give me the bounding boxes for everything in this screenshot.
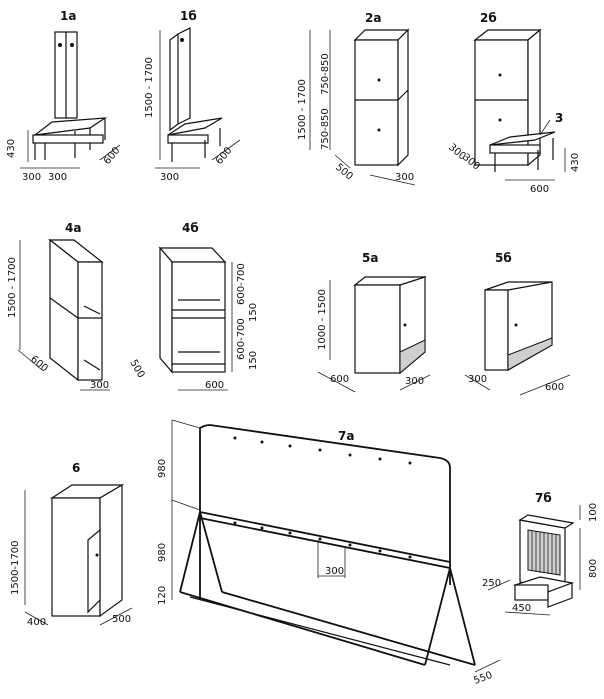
dim-2b-width: 600 <box>530 184 549 195</box>
dim-2a-bottom: 750-850 <box>320 108 331 150</box>
figure-2a: 2а 1500 - 1700 750-850 750-850 500 300 <box>297 11 416 186</box>
label-6: 6 <box>72 461 80 475</box>
figure-7a: 7а 980 980 120 300 550 <box>157 419 501 687</box>
dim-5b-depth: 300 <box>468 374 487 385</box>
label-1b: 1б <box>180 9 197 23</box>
dim-7a-depth: 550 <box>472 670 494 687</box>
dim-2a-top: 750-850 <box>320 53 331 95</box>
figure-4b: 4б 600-700 150 600-700 150 500 600 <box>127 221 259 391</box>
label-1a: 1а <box>60 9 76 23</box>
dim-1b-depth: 600 <box>214 145 235 167</box>
label-5a: 5а <box>362 251 378 265</box>
dim-6-width: 500 <box>112 614 131 625</box>
dim-5b-width: 600 <box>545 382 564 393</box>
dim-2a-depth: 500 <box>333 162 355 183</box>
label-7a: 7а <box>338 429 354 443</box>
dim-6-depth: 400 <box>27 617 46 628</box>
dim-4a-height: 1500 - 1700 <box>7 257 18 318</box>
figure-4a: 4а 1500 - 1700 600 300 <box>7 221 110 391</box>
figure-1b: 1б 1500 - 1700 300 600 <box>144 9 241 183</box>
dim-7b-top: 100 <box>588 503 599 522</box>
label-2b-item3: 3 <box>555 111 563 125</box>
figure-7b: 7б 100 800 250 450 <box>482 491 599 616</box>
dim-5a-width: 300 <box>405 376 424 387</box>
figure-5b: 5б 300 600 <box>464 251 571 396</box>
dim-5a-depth: 600 <box>330 374 349 385</box>
rack-hooks <box>233 436 412 559</box>
label-7b: 7б <box>535 491 552 505</box>
label-4a: 4а <box>65 221 81 235</box>
dim-7a-lower: 980 <box>157 543 168 562</box>
dim-4a-depth: 600 <box>28 354 50 375</box>
figure-5a: 5а 1000 - 1500 600 300 <box>317 251 431 393</box>
dim-4b-plinth1: 150 <box>248 303 259 322</box>
dim-4b-width: 600 <box>205 380 224 391</box>
label-2a: 2а <box>365 11 381 25</box>
figure-2b: 2б 3 300 300 600 430 <box>446 11 581 195</box>
dim-7a-base: 120 <box>157 586 168 605</box>
dim-6-height: 1500-1700 <box>10 540 21 595</box>
dim-2a-total: 1500 - 1700 <box>297 79 308 140</box>
dim-2a-width: 300 <box>395 172 414 183</box>
dim-1a-height: 430 <box>6 139 17 158</box>
figure-6: 6 1500-1700 400 500 <box>10 461 133 628</box>
panel-slats <box>531 531 557 575</box>
label-2b: 2б <box>480 11 497 25</box>
dim-4b-bottom: 600-700 <box>236 318 247 360</box>
dim-5a-height: 1000 - 1500 <box>317 289 328 350</box>
dim-4a-width: 300 <box>90 380 109 391</box>
figure-1a: 1а 430 300 300 600 <box>6 9 123 183</box>
dim-7b-width: 450 <box>512 603 531 614</box>
label-5b: 5б <box>495 251 512 265</box>
dim-7a-upper: 980 <box>157 459 168 478</box>
dim-4b-plinth2: 150 <box>248 351 259 370</box>
dim-1a-w2: 300 <box>48 172 67 183</box>
label-4b: 4б <box>182 221 199 235</box>
dim-4b-top: 600-700 <box>236 263 247 305</box>
dim-1a-depth: 600 <box>102 145 123 167</box>
dim-4b-depth: 500 <box>127 358 146 380</box>
dim-7b-depth: 250 <box>482 578 501 589</box>
dim-2b-height: 430 <box>570 153 581 172</box>
dim-1b-width: 300 <box>160 172 179 183</box>
dim-7b-height: 800 <box>588 559 599 578</box>
dim-7a-spacing: 300 <box>325 566 344 577</box>
dim-1b-height: 1500 - 1700 <box>144 57 155 118</box>
dim-1a-w1: 300 <box>22 172 41 183</box>
